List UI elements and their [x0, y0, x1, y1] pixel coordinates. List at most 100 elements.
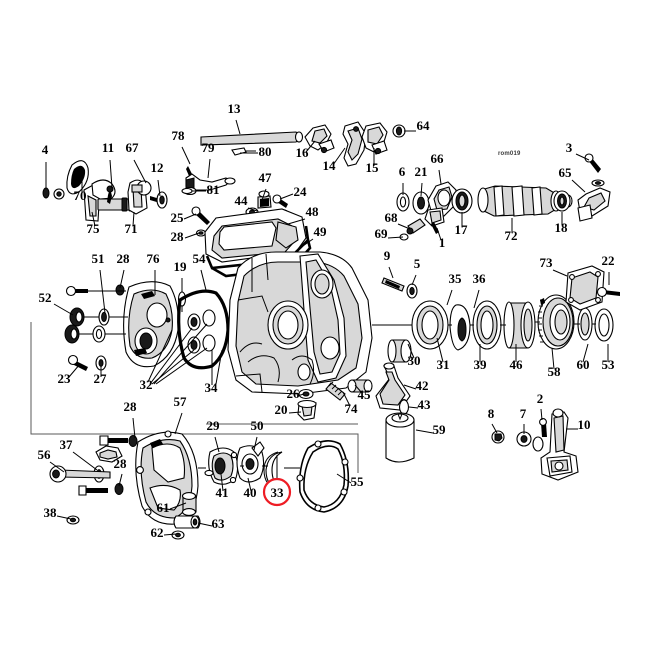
callout-leader-51 — [99, 269, 106, 314]
callout-31[interactable]: 31 — [437, 337, 450, 372]
callout-78[interactable]: 78 — [172, 128, 191, 165]
callout-44[interactable]: 44 — [235, 193, 258, 212]
callout-65[interactable]: 65 — [559, 165, 586, 193]
callout-55[interactable]: 55 — [336, 473, 364, 489]
callout-52[interactable]: 52 — [39, 290, 74, 316]
callout-41[interactable]: 41 — [216, 473, 229, 500]
callout-76[interactable]: 76 — [147, 251, 161, 295]
callout-4[interactable]: 4 — [42, 142, 49, 188]
callout-19[interactable]: 19 — [174, 259, 188, 292]
callout-25[interactable]: 25 — [171, 210, 197, 225]
callout-46[interactable]: 46 — [510, 344, 524, 372]
callout-13[interactable]: 13 — [228, 101, 242, 135]
callout-number-18: 18 — [555, 220, 569, 235]
callout-63[interactable]: 63 — [197, 516, 225, 531]
callout-28[interactable]: 28 — [171, 229, 200, 244]
callout-number-52: 52 — [39, 290, 52, 305]
callout-71[interactable]: 71 — [125, 211, 138, 236]
callout-74[interactable]: 74 — [342, 391, 358, 416]
callout-8[interactable]: 8 — [488, 406, 498, 434]
callout-69[interactable]: 69 — [375, 226, 404, 241]
callout-36[interactable]: 36 — [473, 271, 487, 309]
callout-3[interactable]: 3 — [566, 140, 590, 161]
callout-64[interactable]: 64 — [404, 118, 430, 133]
callout-62[interactable]: 62 — [151, 525, 177, 540]
callout-number-49: 49 — [314, 224, 328, 239]
callout-18[interactable]: 18 — [555, 212, 569, 235]
callout-67[interactable]: 67 — [126, 140, 147, 184]
callout-53[interactable]: 53 — [602, 344, 616, 372]
callout-34[interactable]: 34 — [205, 350, 219, 395]
callout-72[interactable]: 72 — [505, 218, 518, 243]
callout-81[interactable]: 81 — [192, 182, 220, 197]
callout-48[interactable]: 48 — [287, 204, 319, 225]
callout-28[interactable]: 28 — [124, 399, 138, 439]
callout-50[interactable]: 50 — [251, 418, 264, 451]
callout-38[interactable]: 38 — [44, 505, 72, 520]
callout-number-51: 51 — [92, 251, 105, 266]
callout-1[interactable]: 1 — [436, 227, 445, 250]
callout-number-17: 17 — [455, 222, 469, 237]
callout-17[interactable]: 17 — [455, 212, 469, 237]
callout-43[interactable]: 43 — [408, 397, 431, 412]
callout-leader-40 — [247, 477, 252, 492]
callout-79[interactable]: 79 — [202, 140, 216, 179]
callout-6[interactable]: 6 — [399, 164, 406, 195]
callout-73[interactable]: 73 — [540, 255, 568, 277]
frame-box-lower — [31, 423, 359, 473]
callout-leader-28 — [132, 417, 136, 439]
callout-10[interactable]: 10 — [566, 417, 591, 432]
callout-37[interactable]: 37 — [60, 437, 98, 471]
callout-11[interactable]: 11 — [102, 140, 114, 189]
callout-60[interactable]: 60 — [577, 343, 590, 372]
highlight-circle-ring[interactable] — [262, 477, 292, 507]
callout-21[interactable]: 21 — [415, 164, 428, 197]
callout-75[interactable]: 75 — [87, 211, 101, 236]
callout-26[interactable]: 26 — [287, 386, 305, 401]
callout-5[interactable]: 5 — [411, 256, 421, 286]
callout-leader-13 — [235, 119, 241, 135]
callout-23[interactable]: 23 — [58, 363, 81, 386]
callout-27[interactable]: 27 — [94, 366, 108, 386]
callout-9[interactable]: 9 — [384, 248, 394, 279]
callout-28[interactable]: 28 — [114, 456, 128, 487]
callout-54[interactable]: 54 — [193, 251, 207, 291]
callout-59[interactable]: 59 — [415, 422, 446, 437]
callout-leader-41 — [220, 473, 224, 492]
callout-24[interactable]: 24 — [279, 184, 307, 200]
callout-20[interactable]: 20 — [275, 402, 302, 417]
callout-70[interactable]: 70 — [74, 176, 87, 203]
callout-leader-29 — [214, 436, 220, 453]
callout-leader-20 — [288, 411, 302, 414]
callout-2[interactable]: 2 — [537, 391, 544, 421]
callout-28[interactable]: 28 — [117, 251, 131, 289]
callout-15[interactable]: 15 — [366, 148, 380, 175]
callout-57[interactable]: 57 — [174, 394, 188, 435]
highlight-callout-33[interactable]: 33 — [262, 455, 292, 507]
callout-32[interactable]: 32 — [140, 329, 173, 392]
callout-39[interactable]: 39 — [474, 344, 488, 372]
callout-61[interactable]: 61 — [157, 500, 187, 515]
callout-45[interactable]: 45 — [354, 384, 371, 402]
callout-51[interactable]: 51 — [92, 251, 106, 314]
callout-30[interactable]: 30 — [408, 343, 421, 368]
callout-42[interactable]: 42 — [403, 378, 429, 393]
callout-number-15: 15 — [366, 160, 380, 175]
callout-14[interactable]: 14 — [323, 147, 346, 173]
callout-29[interactable]: 29 — [207, 418, 221, 453]
callout-40[interactable]: 40 — [244, 477, 257, 500]
callout-58[interactable]: 58 — [548, 347, 562, 379]
callout-16[interactable]: 16 — [296, 140, 316, 160]
callout-49[interactable]: 49 — [299, 224, 328, 249]
callout-7[interactable]: 7 — [520, 406, 527, 434]
callout-35[interactable]: 35 — [446, 271, 462, 306]
callout-68[interactable]: 68 — [385, 210, 411, 230]
callout-47[interactable]: 47 — [259, 170, 273, 201]
callout-12[interactable]: 12 — [151, 160, 164, 197]
callout-66[interactable]: 66 — [431, 151, 445, 185]
callout-22[interactable]: 22 — [602, 253, 615, 285]
callout-80[interactable]: 80 — [240, 144, 272, 159]
callout-56[interactable]: 56 — [38, 447, 65, 473]
